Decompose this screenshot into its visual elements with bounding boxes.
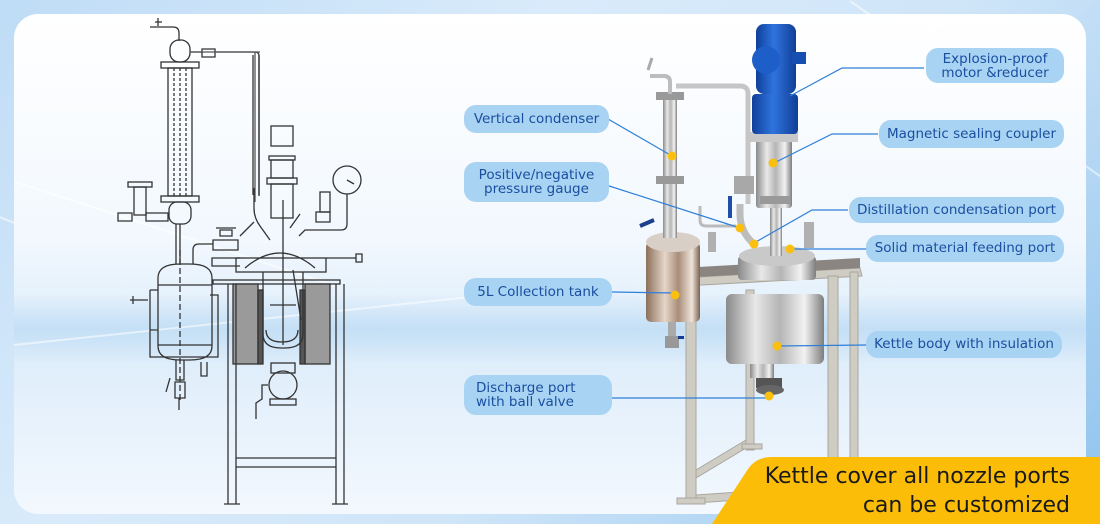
callout-magnetic-coupler: Magnetic sealing coupler — [879, 120, 1064, 148]
callout-collection-tank: 5L Collection tank — [464, 278, 612, 306]
callout-text: motor &reducer — [941, 64, 1049, 81]
callout-dot — [667, 151, 677, 161]
callout-distillation-port: Distillation condensation port — [849, 197, 1064, 223]
callout-motor-reducer: Explosion-proof motor &reducer — [926, 48, 1064, 83]
callout-text: 5L Collection tank — [477, 283, 599, 300]
callout-text: Distillation condensation port — [857, 201, 1056, 218]
callout-dot — [785, 244, 795, 254]
callout-dot — [749, 239, 759, 249]
callout-text: Kettle body with insulation — [874, 336, 1054, 352]
callout-dot — [768, 158, 778, 168]
callout-text: Explosion-proof — [942, 50, 1048, 67]
callout-text: pressure gauge — [484, 181, 589, 197]
banner-text: Kettle cover all nozzle ports can be cus… — [765, 462, 1070, 520]
callout-feeding-port: Solid material feeding port — [866, 235, 1064, 262]
callout-text: Positive/negative — [478, 167, 595, 183]
callout-dot — [735, 223, 745, 233]
callout-dot — [764, 391, 774, 401]
banner-line-2: can be customized — [862, 493, 1070, 518]
callout-text: with ball valve — [476, 394, 574, 410]
callout-discharge-port: Discharge port with ball valve — [464, 375, 612, 415]
callout-text: Vertical condenser — [473, 110, 600, 127]
callout-text: Discharge port — [476, 380, 576, 396]
callout-text: Solid material feeding port — [874, 240, 1056, 256]
banner-line-1: Kettle cover all nozzle ports — [764, 464, 1070, 489]
callout-dot — [772, 341, 782, 351]
callout-dot — [670, 290, 680, 300]
callout-vertical-condenser: Vertical condenser — [464, 105, 609, 133]
callout-text: Magnetic sealing coupler — [886, 125, 1057, 142]
customization-banner — [712, 457, 1100, 524]
callout-kettle-body: Kettle body with insulation — [866, 331, 1062, 358]
callout-pressure-gauge: Positive/negative pressure gauge — [464, 162, 609, 202]
